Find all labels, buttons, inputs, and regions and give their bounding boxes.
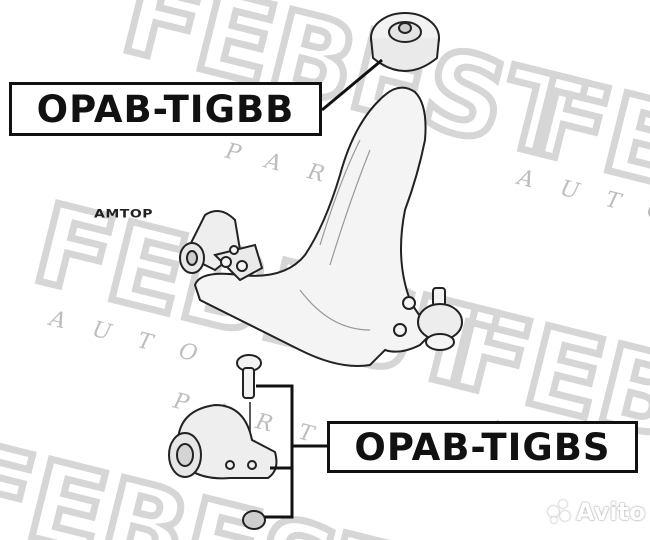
avito-text: Avito [576,498,646,526]
bottom-bushing-drawing [168,354,278,530]
avito-watermark: Avito [548,498,646,526]
top-bushing-drawing [370,12,440,72]
bracket-lines [256,384,327,519]
leader-line-top [321,58,383,112]
seller-tag: AMTOP [94,208,153,221]
control-arm-drawing [179,86,463,367]
part-label-opab-tigbb: OPAB-TIGBB [9,82,322,136]
avito-logo-icon [548,500,572,524]
part-label-opab-tigbs: OPAB-TIGBS [327,421,638,473]
